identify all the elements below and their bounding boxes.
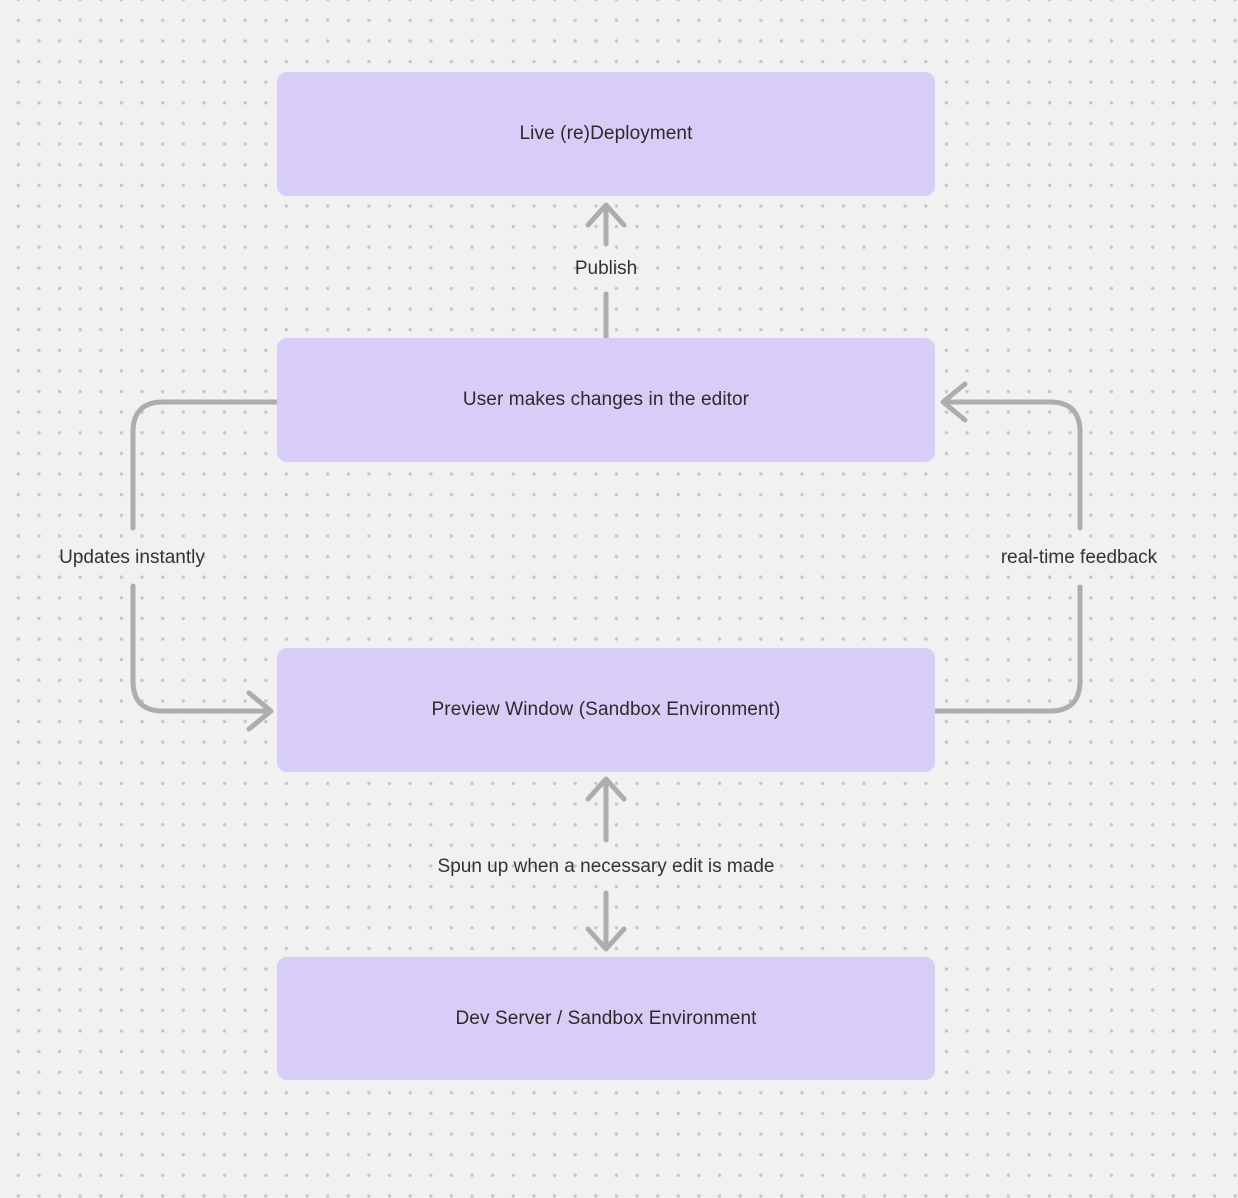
- node-preview-window[interactable]: Preview Window (Sandbox Environment): [277, 648, 935, 772]
- edge-publish-arrow[interactable]: [585, 202, 627, 340]
- node-preview-window-label: Preview Window (Sandbox Environment): [431, 699, 781, 720]
- node-dev-server[interactable]: Dev Server / Sandbox Environment: [277, 957, 935, 1080]
- edge-label-publish: Publish: [574, 258, 638, 279]
- edge-label-spun-up: Spun up when a necessary edit is made: [437, 856, 775, 877]
- edge-label-real-time-feedback: real-time feedback: [1000, 547, 1158, 568]
- edge-label-updates-instantly: Updates instantly: [59, 547, 205, 568]
- edge-updates-instantly-arrow[interactable]: [130, 399, 280, 732]
- node-dev-server-label: Dev Server / Sandbox Environment: [455, 1007, 757, 1029]
- node-live-redeployment[interactable]: Live (re)Deployment: [277, 72, 935, 196]
- node-live-redeployment-label: Live (re)Deployment: [519, 123, 693, 144]
- node-user-changes[interactable]: User makes changes in the editor: [277, 338, 935, 462]
- edge-spun-up-arrow-down[interactable]: [585, 890, 627, 952]
- edge-real-time-feedback-arrow[interactable]: [932, 381, 1083, 714]
- edge-spun-up-arrow-up[interactable]: [585, 776, 627, 843]
- node-user-changes-label: User makes changes in the editor: [462, 389, 750, 410]
